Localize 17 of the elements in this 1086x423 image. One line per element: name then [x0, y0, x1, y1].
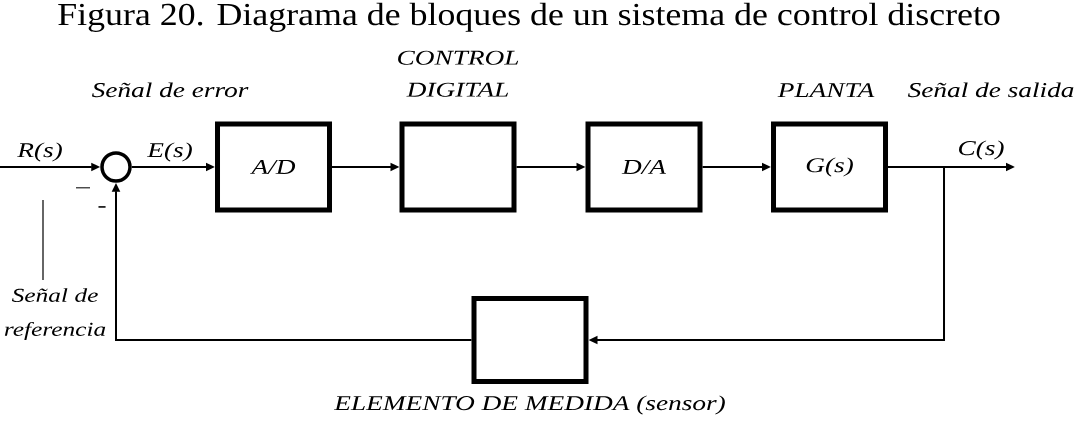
- summing-junction: [100, 151, 132, 183]
- minus-sign: -: [98, 206, 106, 208]
- process-box: A/D: [215, 121, 332, 213]
- signal-label: Señal de salida: [907, 82, 1074, 98]
- edge-label: R(s): [16, 141, 64, 163]
- block-heading: PLANTA: [777, 83, 875, 97]
- block-heading: CONTROL DIGITAL: [398, 50, 519, 97]
- title: Figura 20. Diagrama de bloques de un sistema de control discreto: [58, 2, 1000, 32]
- block-heading: ELEMENTO DE MEDIDA (sensor): [333, 395, 725, 415]
- edge-label: C(s): [956, 139, 1006, 161]
- leader-line: [42, 199, 44, 281]
- minus-sign: –: [76, 187, 90, 189]
- signal-label: Señal de error: [91, 82, 249, 98]
- edge-label: E(s): [146, 141, 194, 163]
- signal-label: Señal de referencia: [4, 288, 106, 340]
- process-box: D/A: [585, 121, 703, 213]
- process-box: G(s): [771, 121, 888, 213]
